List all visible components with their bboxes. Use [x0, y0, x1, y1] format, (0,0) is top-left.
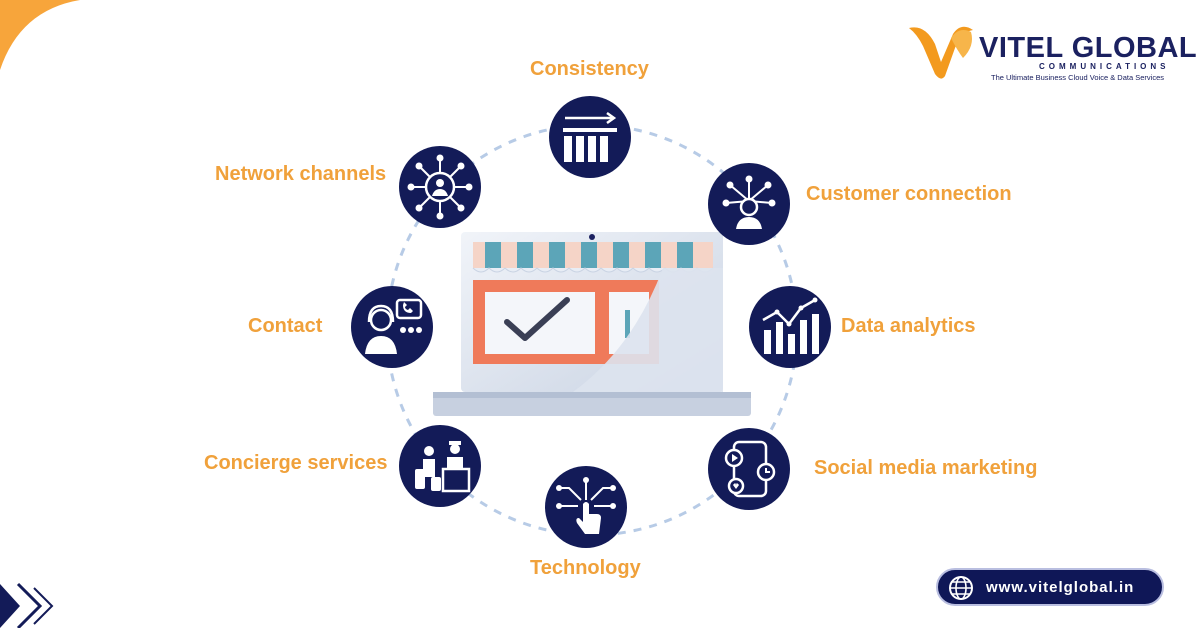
corner-decoration [0, 0, 80, 70]
node-social-media-marketing [708, 428, 790, 510]
analytics-chart-icon [762, 297, 819, 354]
website-link[interactable]: www.vitelglobal.in [936, 568, 1164, 606]
vitel-logo-icon [909, 26, 973, 79]
network-hub-icon [407, 154, 473, 220]
brand-name: VITEL GLOBAL [979, 32, 1198, 64]
label-social-media-marketing: Social media marketing [814, 457, 1038, 479]
concierge-icon [415, 441, 471, 493]
node-concierge-services [399, 425, 481, 507]
label-concierge-services: Concierge services [204, 452, 388, 474]
touch-circuit-icon [556, 477, 616, 534]
website-url: www.vitelglobal.in [986, 579, 1135, 596]
social-media-icon [724, 440, 776, 498]
label-customer-connection: Customer connection [806, 183, 1012, 205]
label-consistency: Consistency [530, 58, 649, 80]
bar-chart-arrow-icon [563, 111, 617, 162]
brand-subtitle: COMMUNICATIONS [1039, 62, 1170, 71]
laptop-storefront-illustration [433, 232, 751, 416]
label-contact: Contact [248, 315, 323, 337]
support-agent-icon [365, 298, 423, 354]
globe-icon [949, 576, 973, 600]
node-technology [545, 466, 627, 548]
brand-tagline: The Ultimate Business Cloud Voice & Data… [991, 73, 1164, 82]
node-consistency [549, 96, 631, 178]
label-technology: Technology [530, 557, 641, 579]
node-data-analytics [749, 286, 831, 368]
node-network-channels [399, 146, 481, 228]
node-customer-connection [708, 163, 790, 245]
brand-logo: VITEL GLOBAL COMMUNICATIONS The Ultimate… [905, 22, 1197, 92]
node-contact [351, 286, 433, 368]
label-network-channels: Network channels [215, 163, 387, 185]
person-network-icon [722, 175, 776, 229]
label-data-analytics: Data analytics [841, 315, 976, 337]
chevron-arrows-icon [0, 582, 54, 628]
